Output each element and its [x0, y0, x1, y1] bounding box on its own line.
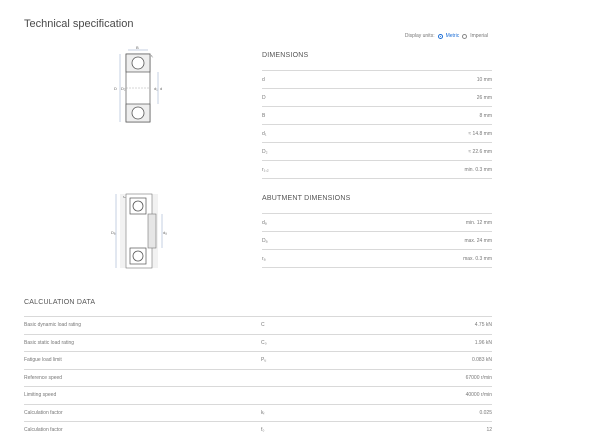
metric-label[interactable]: Metric — [445, 33, 460, 39]
row-value: 10 mm — [476, 76, 492, 83]
page-title: Technical specification — [24, 18, 134, 30]
row-label: Basic dynamic load rating — [24, 322, 81, 329]
row-symbol: D — [262, 94, 266, 101]
upper-ball — [132, 200, 144, 212]
table-row: Calculation factor f₀ 12 — [24, 421, 492, 439]
row-label: Limiting speed — [24, 392, 57, 399]
row-value: 4.75 kN — [474, 322, 492, 329]
upper-ball — [131, 56, 145, 70]
lower-ball — [131, 106, 145, 120]
table-row: d₁ ≈ 14.8 mm — [262, 124, 492, 142]
row-value: min. 12 mm — [465, 219, 492, 226]
table-row: D₂ ≈ 22.6 mm — [262, 142, 492, 160]
row-value: 26 mm — [476, 94, 492, 101]
label-r: r₁ — [151, 54, 154, 58]
shaft-shoulder — [147, 213, 157, 249]
label-d: d — [160, 86, 162, 91]
row-symbol: rₐ — [262, 255, 266, 262]
table-row: d 10 mm — [262, 70, 492, 88]
label-b: B — [136, 45, 139, 50]
row-label: Basic static load rating — [24, 339, 75, 346]
table-row: Limiting speed 40000 r/min — [24, 386, 492, 404]
row-value: 40000 r/min — [465, 392, 492, 399]
table-row: Basic dynamic load rating C 4.75 kN — [24, 316, 492, 334]
row-symbol: C₀ — [261, 339, 267, 346]
imperial-label[interactable]: Imperial — [470, 33, 488, 39]
table-row: Calculation factor kᵣ 0.025 — [24, 403, 492, 422]
dimensions-title: DIMENSIONS — [262, 52, 309, 59]
label-da: dₐ — [163, 230, 167, 235]
table-row: Reference speed 67000 r/min — [24, 368, 492, 387]
label-Da: Dₐ — [111, 230, 116, 235]
label-ra: rₐ — [123, 195, 126, 199]
label-d1: d₁ — [154, 86, 158, 91]
row-value: ≈ 14.8 mm — [468, 130, 492, 137]
abutment-table: dₐ min. 12 mm Dₐ max. 24 mm rₐ max. 0.3 mm — [262, 213, 492, 268]
row-symbol: Pᵤ — [261, 357, 267, 364]
row-value: 12 — [486, 427, 492, 434]
row-symbol: r₁,₂ — [262, 166, 269, 173]
table-row: Fatigue load limit Pᵤ 0.083 kN — [24, 351, 492, 369]
label-D: D — [114, 86, 117, 91]
table-row: Dₐ max. 24 mm — [262, 231, 492, 249]
row-symbol: f₀ — [261, 427, 265, 434]
row-label: Reference speed — [24, 374, 63, 381]
calculation-title: CALCULATION DATA — [24, 299, 96, 306]
row-label: Calculation factor — [24, 427, 63, 434]
row-value: ≈ 22.6 mm — [468, 148, 492, 155]
row-value: max. 0.3 mm — [463, 255, 492, 262]
row-symbol: D₂ — [262, 148, 268, 155]
row-value: 1.96 kN — [474, 339, 492, 346]
row-value: 8 mm — [479, 112, 493, 119]
row-label: Fatigue load limit — [24, 357, 62, 364]
abutment-drawing: Dₐ dₐ rₐ — [111, 193, 167, 269]
row-symbol: B — [262, 112, 266, 119]
table-row: r₁,₂ min. 0.3 mm — [262, 160, 492, 179]
table-row: dₐ min. 12 mm — [262, 213, 492, 231]
dimensions-table: d 10 mm D 26 mm B 8 mm d₁ ≈ 14.8 mm D₂ ≈ 22.6… — [262, 70, 492, 179]
metric-radio[interactable] — [437, 33, 443, 39]
row-symbol: kᵣ — [261, 409, 265, 416]
row-symbol: d₁ — [262, 130, 267, 137]
table-row: Basic static load rating C₀ 1.96 kN — [24, 333, 492, 352]
display-units: Display units: Metric Imperial — [405, 33, 488, 39]
units-label: Display units: — [404, 33, 435, 39]
table-row: B 8 mm — [262, 106, 492, 124]
label-D2: D₂ — [121, 86, 126, 91]
row-symbol: d — [262, 76, 265, 83]
row-value: 0.083 kN — [471, 357, 492, 364]
lower-ball — [132, 250, 144, 262]
calculation-table: Basic dynamic load rating C 4.75 kN Basic … — [24, 316, 492, 439]
row-symbol: C — [261, 322, 265, 329]
table-row: rₐ max. 0.3 mm — [262, 249, 492, 268]
row-value: 67000 r/min — [465, 374, 492, 381]
bearing-section-drawing: B D D₂ d₁ d r₁ — [114, 45, 162, 123]
row-value: max. 24 mm — [464, 237, 492, 244]
abutment-title: ABUTMENT DIMENSIONS — [262, 195, 351, 202]
row-value: 0.025 — [479, 409, 492, 416]
imperial-radio[interactable] — [462, 33, 468, 39]
table-row: D 26 mm — [262, 88, 492, 106]
row-symbol: Dₐ — [262, 237, 268, 244]
row-label: Calculation factor — [24, 409, 63, 416]
row-value: min. 0.3 mm — [464, 166, 492, 173]
row-symbol: dₐ — [262, 219, 267, 226]
